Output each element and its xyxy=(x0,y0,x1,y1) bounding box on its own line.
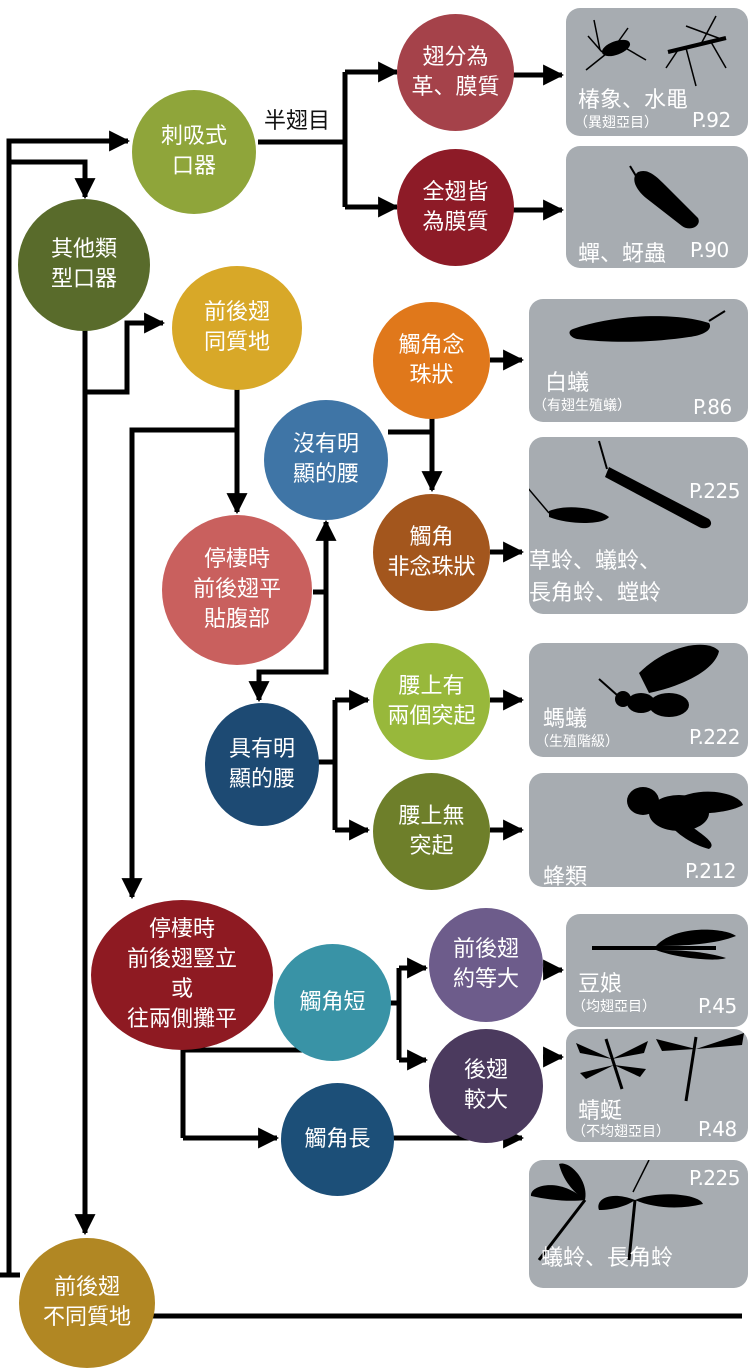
card-dragonflies-sub: （不均翅亞目） xyxy=(572,1124,670,1140)
node-wings-all-membranous: 全翅皆 為膜質 xyxy=(397,149,514,266)
card-lacewings-name-1: 草蛉、蟻蛉、 xyxy=(529,549,662,574)
card-damselflies-page: P.45 xyxy=(698,994,737,1018)
card-ants-sub: （生殖階級） xyxy=(535,734,619,750)
node-hindwings-larger: 後翅 較大 xyxy=(429,1029,543,1143)
card-true-bugs: 椿象、水黽 （異翅亞目） P.92 xyxy=(566,8,748,136)
card-ants-page: P.222 xyxy=(689,725,740,749)
card-ants: 螞蟻 （生殖階級） P.222 xyxy=(529,643,748,757)
node-waist-no-bumps: 腰上無 突起 xyxy=(373,773,490,890)
card-ants-name: 螞蟻 xyxy=(543,707,588,732)
ant-silhouette-icon xyxy=(598,644,719,717)
card-antlions: P.225 蟻蛉、長角蛉 xyxy=(529,1160,748,1288)
card-cicadas-name: 蟬、蚜蟲 xyxy=(578,242,667,267)
damselfly-silhouette-icon xyxy=(592,929,736,960)
node-waist-two-bumps: 腰上有 兩個突起 xyxy=(373,643,490,760)
node-wings-leathery-membranous: 翅分為 革、膜質 xyxy=(397,14,514,131)
card-lacewings-page: P.225 xyxy=(689,479,740,503)
bee-silhouette-icon xyxy=(627,787,743,849)
card-termites-name: 白蟻 xyxy=(545,371,590,396)
card-bees: 蜂類 P.212 xyxy=(529,773,748,890)
card-true-bugs-page: P.92 xyxy=(692,108,731,132)
dragonfly-silhouettes-icon xyxy=(576,1033,744,1102)
node-wings-flat-on-abdomen: 停棲時 前後翅平 貼腹部 xyxy=(162,515,312,665)
node-different-texture-wings: 前後翅 不同質地 xyxy=(19,1238,155,1368)
node-wings-equal-size: 前後翅 約等大 xyxy=(429,908,543,1022)
node-short-antennae: 觸角短 xyxy=(274,944,391,1061)
card-cicadas-page: P.90 xyxy=(690,238,729,262)
node-wings-upright-or-spread: 停棲時 前後翅豎立 或 往兩側攤平 xyxy=(91,900,273,1050)
card-damselflies: 豆娘 （均翅亞目） P.45 xyxy=(566,914,748,1027)
card-dragonflies-page: P.48 xyxy=(698,1117,737,1141)
node-long-antennae: 觸角長 xyxy=(281,1083,394,1196)
card-termites-sub: （有翅生殖蟻） xyxy=(533,398,631,414)
edge-label-hemiptera: 半翅目 xyxy=(262,103,333,135)
card-lacewings: P.225 草蛉、蟻蛉、 長角蛉、螳蛉 xyxy=(529,437,748,614)
node-piercing-mouthparts: 刺吸式 口器 xyxy=(132,90,256,214)
node-same-texture-wings: 前後翅 同質地 xyxy=(172,266,302,390)
card-bees-name: 蜂類 xyxy=(543,865,588,890)
node-moniliform-antennae: 觸角念 珠狀 xyxy=(373,302,490,419)
card-termites: 白蟻 （有翅生殖蟻） P.86 xyxy=(529,299,748,422)
node-obvious-waist: 具有明 顯的腰 xyxy=(205,703,319,826)
node-other-mouthparts: 其他類 型口器 xyxy=(18,199,150,331)
bug-silhouettes-icon xyxy=(585,15,727,87)
card-lacewings-name-2: 長角蛉、螳蛉 xyxy=(529,581,662,606)
cicada-silhouette-icon xyxy=(629,165,699,229)
card-damselflies-sub: （均翅亞目） xyxy=(572,999,656,1015)
antlion-silhouettes-icon xyxy=(530,1160,703,1261)
card-bees-page: P.212 xyxy=(685,859,736,883)
card-true-bugs-name: 椿象、水黽 xyxy=(578,88,689,113)
card-cicadas-aphids: 蟬、蚜蟲 P.90 xyxy=(566,146,748,268)
card-termites-page: P.86 xyxy=(693,395,732,419)
card-antlions-name: 蟻蛉、長角蛉 xyxy=(541,1246,674,1271)
lacewing-silhouettes-icon xyxy=(529,440,712,529)
termite-silhouette-icon xyxy=(569,310,726,342)
node-non-moniliform-antennae: 觸角 非念珠狀 xyxy=(373,494,490,611)
card-true-bugs-sub: （異翅亞目） xyxy=(574,115,658,131)
card-antlions-page: P.225 xyxy=(689,1166,740,1190)
node-no-obvious-waist: 沒有明 顯的腰 xyxy=(264,400,388,520)
card-dragonflies: 蜻蜓 （不均翅亞目） P.48 xyxy=(566,1029,748,1142)
card-dragonflies-name: 蜻蜓 xyxy=(578,1099,623,1124)
card-damselflies-name: 豆娘 xyxy=(578,972,623,997)
